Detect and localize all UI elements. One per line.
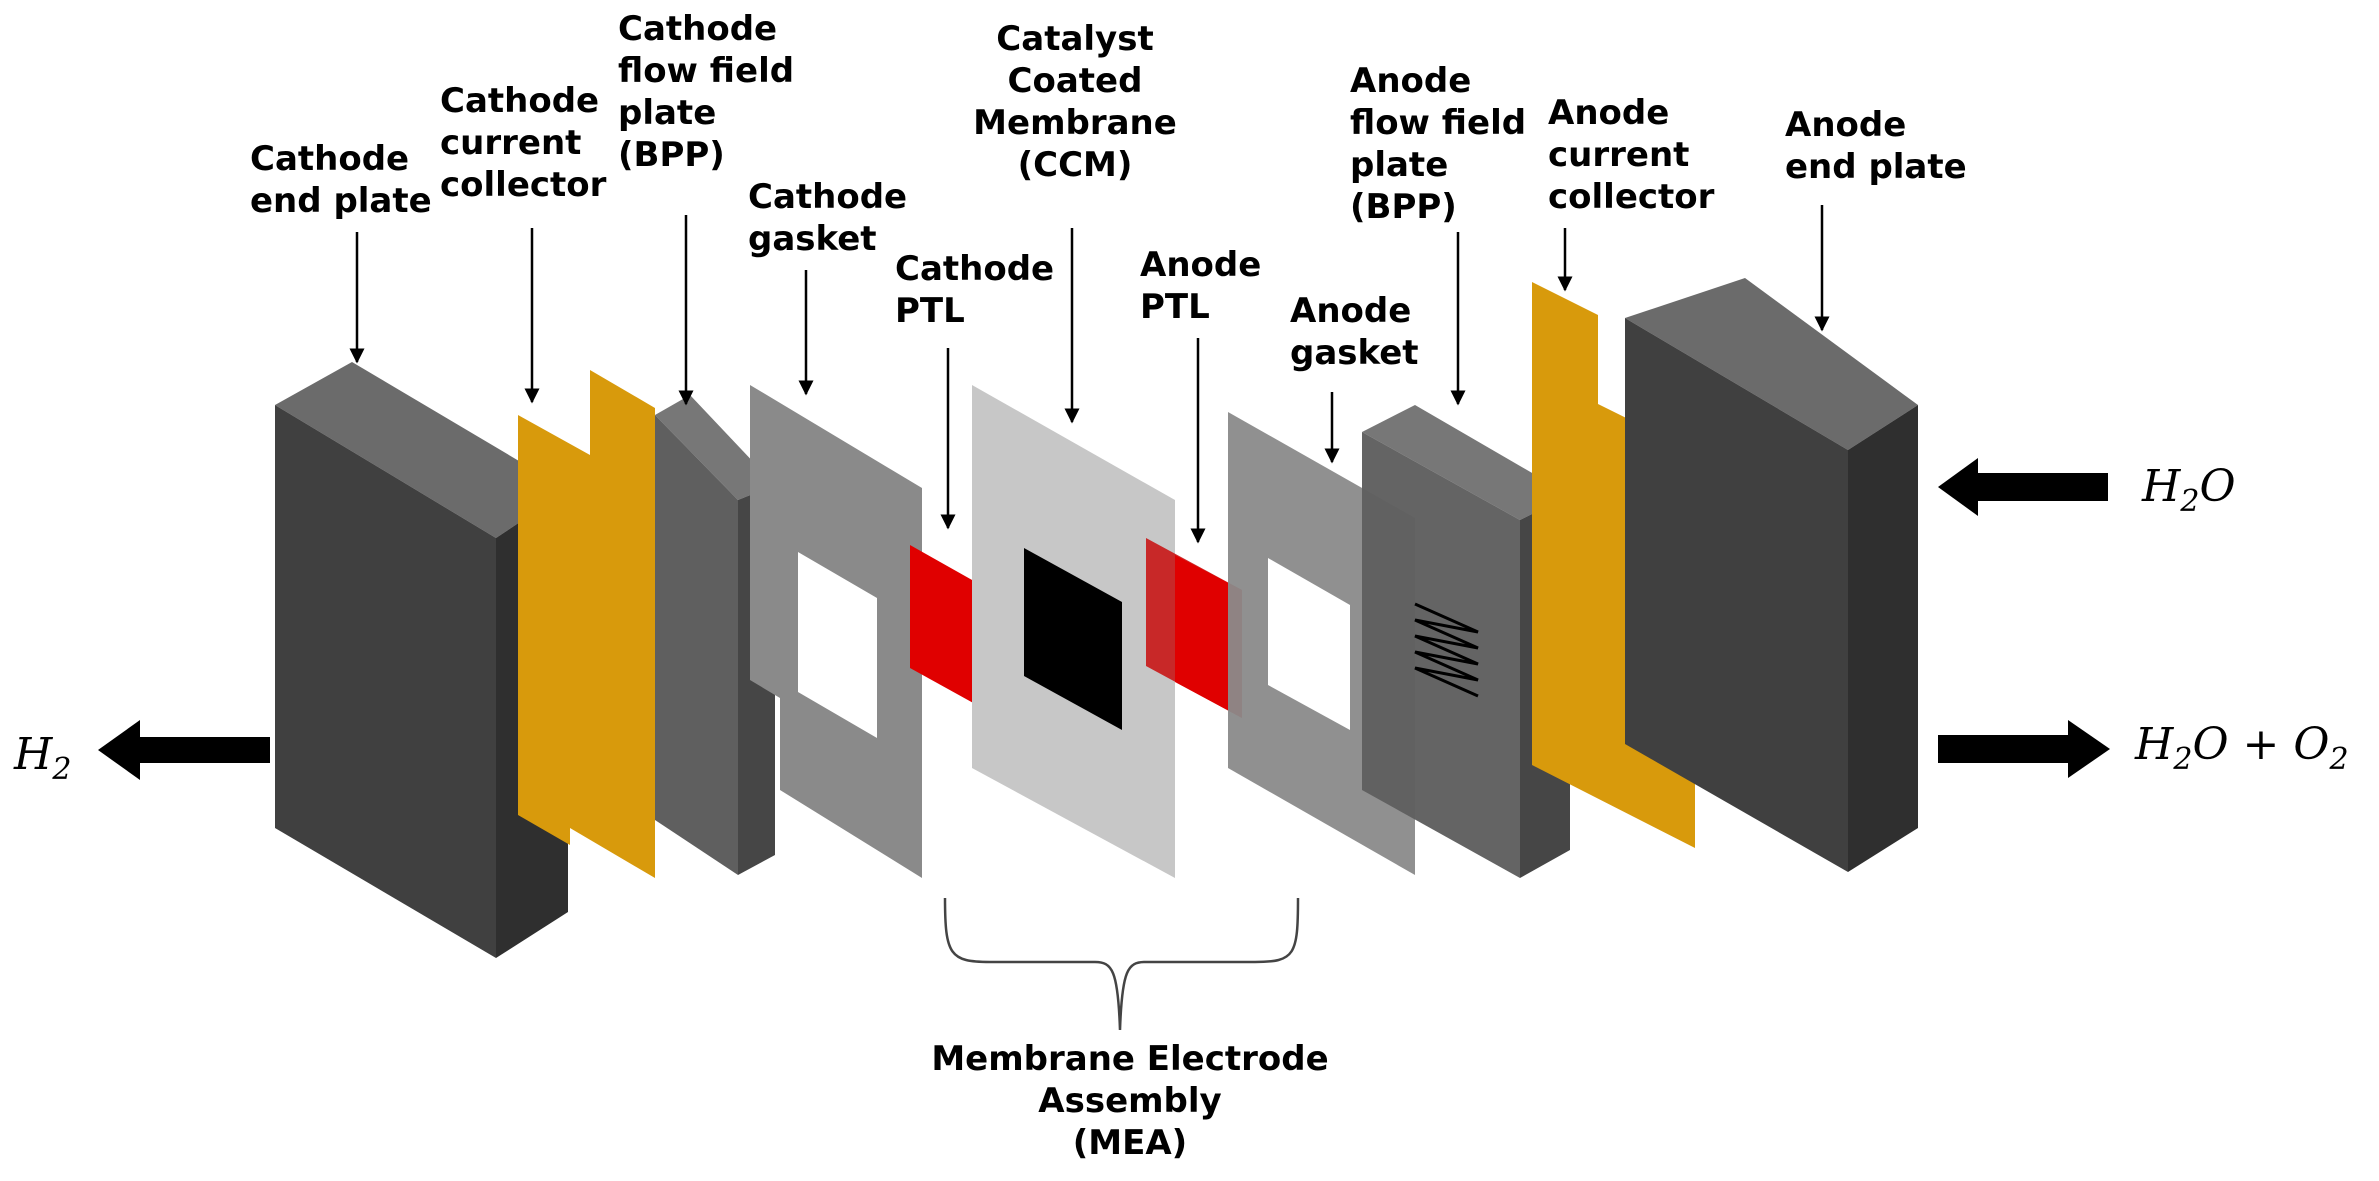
h2-outlet-arrow bbox=[98, 720, 270, 780]
pointer-arrows bbox=[349, 205, 1830, 544]
flow-h2o-in: H2O bbox=[2142, 461, 2236, 520]
catalyst-coated-membrane bbox=[972, 385, 1175, 878]
cathode-current-collector bbox=[518, 370, 655, 878]
h2o-inlet-arrow bbox=[1938, 458, 2108, 516]
cathode-gasket bbox=[750, 385, 922, 878]
h2o-o2-outlet-arrow bbox=[1938, 720, 2110, 778]
mea-brace bbox=[943, 897, 1300, 1031]
flow-h2-out: H2 bbox=[14, 729, 72, 788]
flow-h2o-o2-out: H2O + O2 bbox=[2135, 719, 2349, 778]
serpentine-channel-icon bbox=[1414, 602, 1479, 698]
anode-end-plate bbox=[1625, 278, 1918, 872]
